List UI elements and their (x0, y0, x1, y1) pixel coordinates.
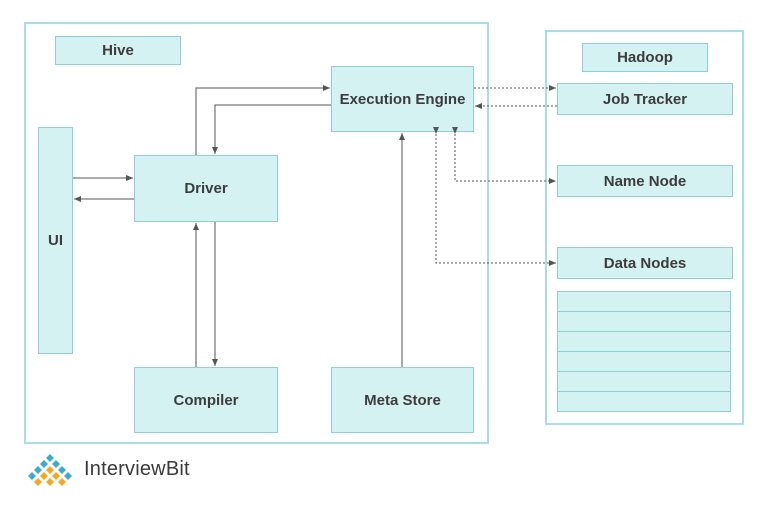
engine-namenode-arrow (452, 127, 556, 184)
driver-box: Driver (134, 155, 278, 222)
interviewbit-logo-icon (28, 454, 72, 486)
brand: InterviewBit (24, 452, 190, 486)
execution-engine-box: Execution Engine (331, 66, 474, 132)
hive-label: Hive (55, 36, 181, 65)
data-node-row (557, 391, 731, 412)
name-node-box: Name Node (557, 165, 733, 197)
hadoop-label: Hadoop (582, 43, 708, 72)
ui-box: UI (38, 127, 73, 354)
data-nodes-box: Data Nodes (557, 247, 733, 279)
brand-name: InterviewBit (84, 457, 190, 480)
job-tracker-box: Job Tracker (557, 83, 733, 115)
engine-datanodes-arrow (433, 127, 556, 266)
compiler-box: Compiler (134, 367, 278, 433)
engine-to-driver-arrow (212, 104, 331, 154)
driver-to-engine-arrow (195, 85, 330, 155)
meta-store-box: Meta Store (331, 367, 474, 433)
